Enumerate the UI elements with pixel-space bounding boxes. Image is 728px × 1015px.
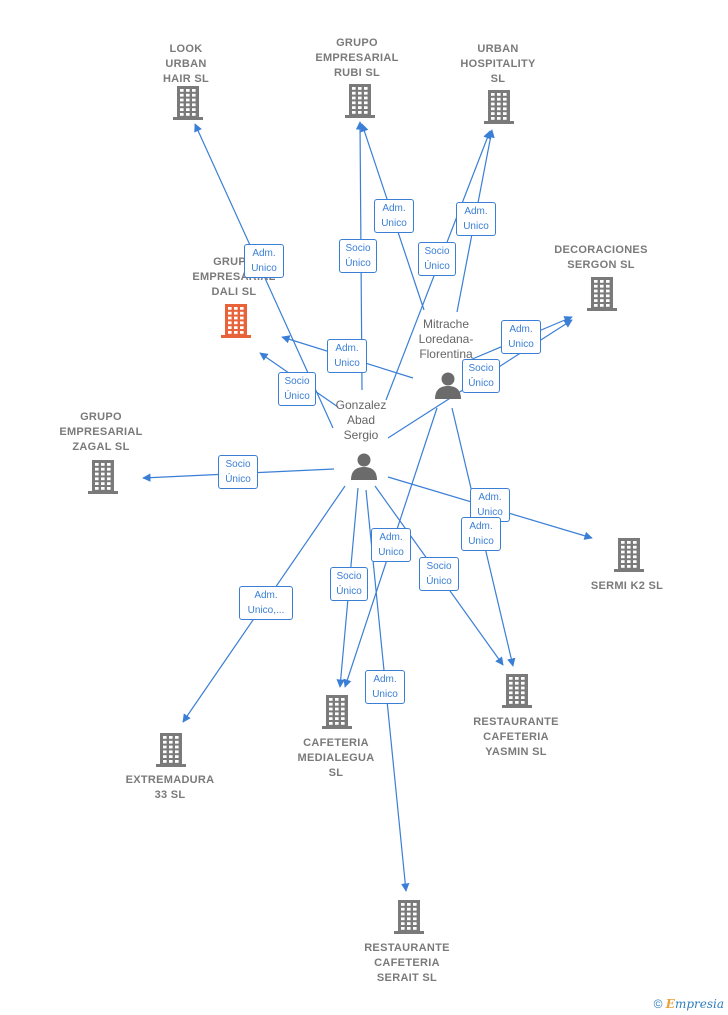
edge-label[interactable]: Socio Único [462,359,500,393]
edge-label[interactable]: Adm. Unico [244,244,284,278]
edge-label[interactable]: Socio Único [218,455,258,489]
edge-label[interactable]: Adm. Unico [374,199,414,233]
edge-label[interactable]: Socio Único [339,239,377,273]
edge-label[interactable]: Adm. Unico [327,339,367,373]
company-label-zagal[interactable]: GRUPO EMPRESARIAL ZAGAL SL [59,411,143,453]
company-label-look[interactable]: LOOK URBAN HAIR SL [162,43,210,85]
edge-label[interactable]: Adm. Unico [501,320,541,354]
company-label-yasmin[interactable]: RESTAURANTE CAFETERIA YASMIN SL [473,716,559,758]
person-icon[interactable] [433,370,463,405]
person-icon[interactable] [349,451,379,486]
company-label-extremadura[interactable]: EXTREMADURA 33 SL [125,774,215,801]
company-label-rubi[interactable]: GRUPO EMPRESARIAL RUBI SL [315,37,399,79]
edge-label[interactable]: Adm. Unico [371,528,411,562]
company-label-sermi[interactable]: SERMI K2 SL [590,580,664,592]
edge-label[interactable]: Adm. Unico,... [239,586,293,620]
edge-label[interactable]: Socio Único [330,567,368,601]
edge-label[interactable]: Adm. Unico [365,670,405,704]
footer-brand: © Empresia [654,997,724,1011]
building-icon[interactable] [394,900,424,939]
edge-label[interactable]: Socio Único [278,372,316,406]
person-label-mitrache[interactable]: Mitrache Loredana- Florentina [418,317,474,361]
building-icon[interactable] [322,695,352,734]
building-icon[interactable] [614,538,644,577]
company-label-serait[interactable]: RESTAURANTE CAFETERIA SERAIT SL [364,942,450,984]
building-icon[interactable] [173,86,203,125]
edge-label[interactable]: Socio Único [418,242,456,276]
building-icon[interactable] [502,674,532,713]
person-label-gonzalez[interactable]: Gonzalez Abad Sergio [335,398,387,442]
building-icon[interactable] [221,304,251,343]
company-label-medialegua[interactable]: CAFETERIA MEDIALEGUA SL [297,737,375,779]
edge-label[interactable]: Adm. Unico [456,202,496,236]
building-icon[interactable] [587,277,617,316]
building-icon[interactable] [156,733,186,772]
copyright-icon: © [653,997,663,1011]
company-label-urban[interactable]: URBAN HOSPITALITY SL [460,43,536,85]
brand-logo: Empresia [665,997,724,1011]
edge-label[interactable]: Adm. Unico [461,517,501,551]
building-icon[interactable] [88,460,118,499]
building-icon[interactable] [345,84,375,123]
building-icon[interactable] [484,90,514,129]
edge-label[interactable]: Socio Único [419,557,459,591]
company-label-sergon[interactable]: DECORACIONES SERGON SL [554,244,648,271]
